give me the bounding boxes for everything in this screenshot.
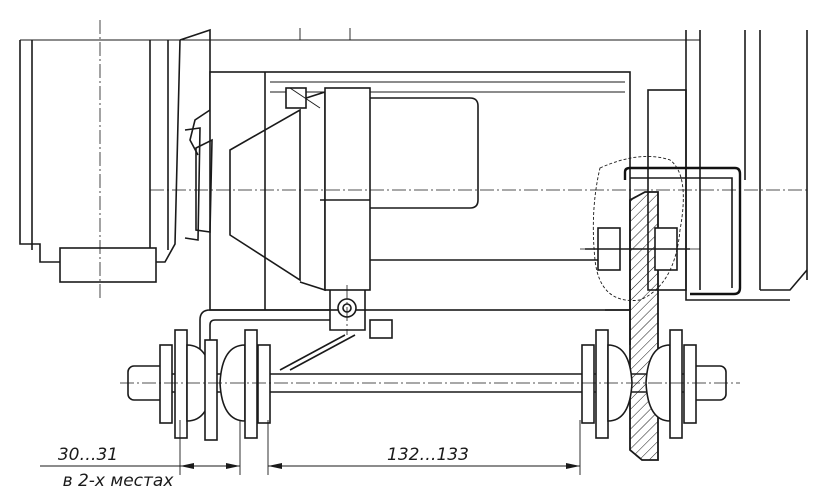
dim-label-left: 30…31	[58, 445, 118, 465]
dimension-lines	[40, 420, 581, 475]
generator-body	[184, 71, 631, 339]
frame-top	[20, 28, 700, 41]
center-lines	[99, 20, 810, 384]
dim-label-center: 132…133	[387, 445, 469, 465]
adjusting-rod	[127, 329, 727, 441]
dim-note-left: в 2-х местах	[63, 471, 175, 491]
engine-pulley	[19, 28, 211, 283]
lower-bracket	[199, 309, 631, 371]
